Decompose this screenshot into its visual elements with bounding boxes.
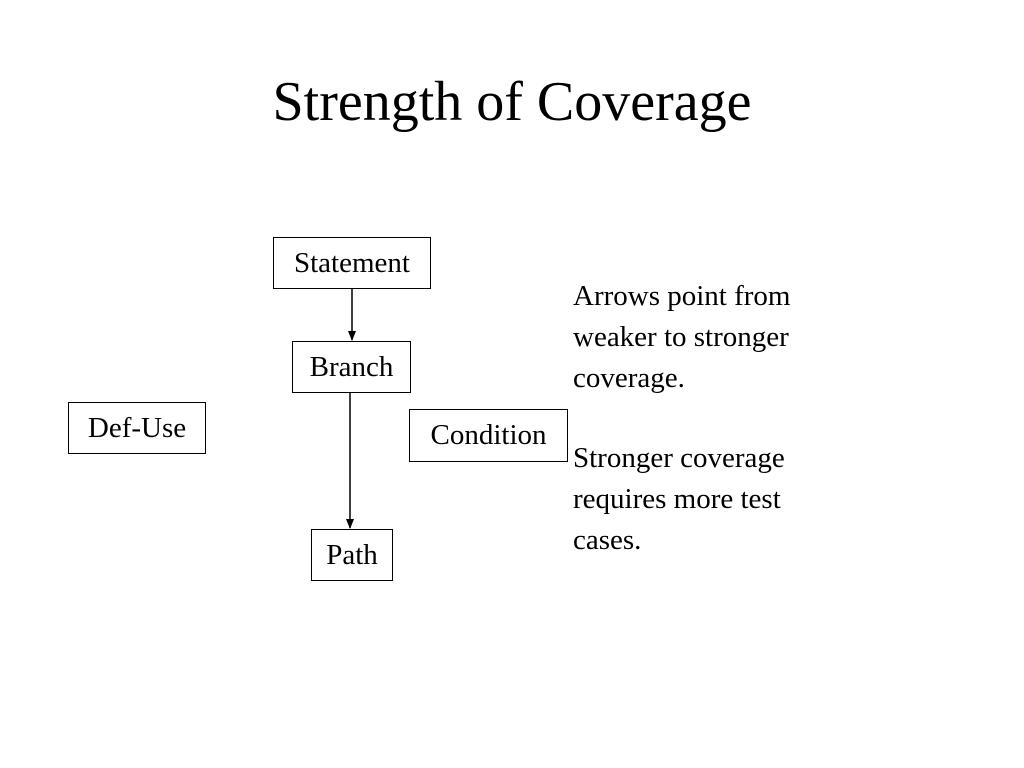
slide-title: Strength of Coverage: [272, 71, 752, 133]
node-condition: Condition: [409, 409, 568, 462]
note-line: cases.: [573, 524, 642, 556]
note-test-cases: Stronger coverage requires more test cas…: [573, 438, 863, 561]
node-branch: Branch: [292, 341, 411, 393]
note-line: Arrows point from: [573, 280, 791, 312]
node-path: Path: [311, 529, 393, 581]
node-def-use: Def-Use: [68, 402, 206, 454]
note-line: coverage.: [573, 362, 685, 394]
note-line: requires more test: [573, 483, 781, 515]
node-statement: Statement: [273, 237, 431, 289]
note-line: weaker to stronger: [573, 321, 789, 353]
note-line: Stronger coverage: [573, 442, 785, 474]
note-arrows-direction: Arrows point from weaker to stronger cov…: [573, 276, 863, 399]
